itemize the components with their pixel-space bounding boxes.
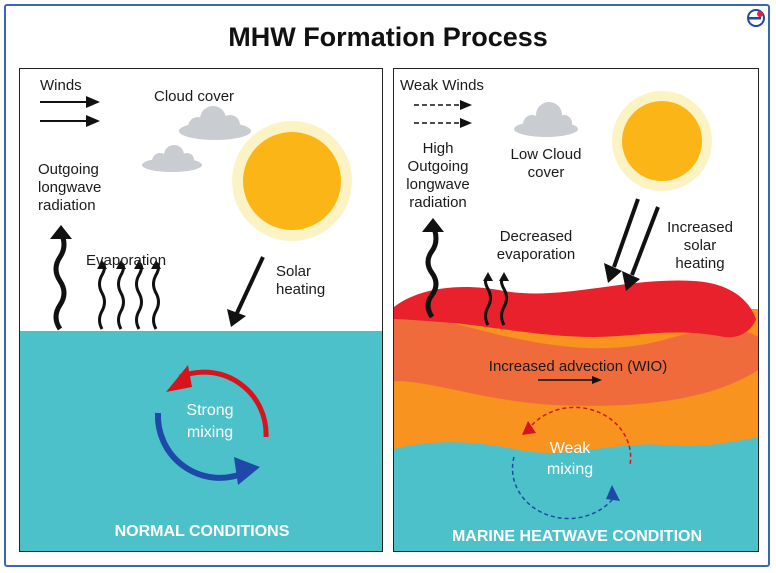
low-cloud-label-1: Low Cloud (510, 146, 582, 163)
ocean-area (20, 331, 382, 551)
high-outgoing-label-2: Outgoing (407, 158, 469, 175)
normal-conditions-panel: Winds Cloud cover Outgoing longwave radi… (19, 68, 383, 552)
low-cloud-label-2: cover (527, 164, 565, 181)
increased-solar-label-3: heating (675, 255, 725, 272)
solar-heating-arrow-icon (227, 256, 265, 327)
brand-logo-icon (747, 9, 765, 27)
outgoing-radiation-arrow-icon (422, 218, 444, 319)
cloud-cover-label: Cloud cover (154, 88, 235, 105)
diagram-title: MHW Formation Process (228, 22, 548, 52)
high-outgoing-label-3: longwave (406, 176, 470, 193)
increased-solar-label-2: solar (683, 237, 717, 254)
evaporation-label: Evaporation (86, 252, 167, 269)
increased-advection-label: Increased advection (WIO) (488, 358, 668, 375)
strong-mixing-label-2: mixing (186, 424, 234, 441)
evaporation-arrows-icon (98, 261, 160, 330)
weak-wind-arrows-icon (414, 100, 472, 128)
increased-solar-label-1: Increased (667, 219, 733, 236)
evaporation-arrows-icon (484, 275, 508, 326)
advection-arrow-icon (538, 376, 602, 384)
normal-conditions-footer: NORMAL CONDITIONS (114, 523, 290, 540)
outgoing-radiation-label-1: Outgoing (38, 161, 99, 178)
warm-mid-layer (394, 309, 758, 406)
outgoing-radiation-label-3: radiation (38, 197, 96, 214)
sun-icon (612, 91, 712, 191)
solar-heating-label-2: heating (276, 281, 326, 298)
wind-arrows-icon (40, 96, 100, 127)
normal-conditions-illustration (20, 96, 382, 551)
high-outgoing-label-1: High (422, 140, 454, 157)
sun-icon (232, 121, 352, 241)
weak-mixing-label-2: mixing (546, 461, 594, 478)
strong-mixing-label-1: Strong (186, 402, 234, 419)
weak-winds-label: Weak Winds (400, 77, 484, 94)
winds-label: Winds (40, 77, 82, 94)
marine-heatwave-illustration (394, 91, 758, 551)
outgoing-radiation-label-2: longwave (38, 179, 102, 196)
solar-heating-label-1: Solar (276, 263, 312, 280)
cloud-icon (179, 106, 251, 140)
cool-water-layer (394, 437, 758, 551)
outgoing-radiation-arrow-icon (50, 225, 72, 331)
decreased-evaporation-label-1: Decreased (499, 228, 573, 245)
marine-heatwave-footer: MARINE HEATWAVE CONDITION (451, 528, 703, 545)
weak-mixing-arrows-icon (511, 406, 632, 520)
solar-heating-arrows-icon (604, 198, 660, 291)
warm-red-layer (394, 280, 756, 338)
weak-mixing-label-1: Weak (549, 440, 591, 457)
decreased-evaporation-label-2: evaporation (496, 246, 576, 263)
cloud-icon (514, 102, 578, 137)
high-outgoing-label-4: radiation (409, 194, 467, 211)
cloud-small-icon (142, 145, 202, 172)
strong-mixing-arrows-icon (154, 365, 269, 485)
outer-frame (4, 4, 770, 567)
marine-heatwave-panel: Weak Winds High Outgoing longwave radiat… (393, 68, 759, 552)
